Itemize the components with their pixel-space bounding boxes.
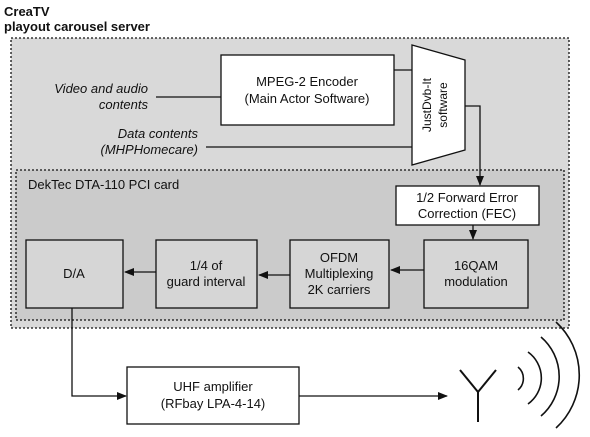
radio-waves-icon: [517, 321, 580, 429]
server-title: CreaTV: [4, 4, 50, 19]
data-input-label-2: (MHPHomecare): [100, 142, 198, 157]
fec-label-2: Correction (FEC): [418, 206, 516, 221]
justdvb-to-fec-arrow: [465, 105, 484, 186]
mpeg2-encoder-block: [220, 54, 395, 126]
amplifier-label-1: UHF amplifier: [173, 379, 253, 394]
guard-label-1: 1/4 of: [190, 258, 223, 273]
server-subtitle: playout carousel server: [4, 19, 150, 34]
ofdm-label-3: 2K carriers: [308, 282, 371, 297]
ofdm-label-1: OFDM: [320, 250, 358, 265]
video-input-label-1: Video and audio: [54, 81, 148, 96]
ofdm-multiplexing-block: [289, 239, 390, 309]
encoder-label-1: MPEG-2 Encoder: [256, 74, 359, 89]
data-input-label-1: Data contents: [118, 126, 199, 141]
video-input-label-2: contents: [99, 97, 149, 112]
uhf-amplifier-block: [126, 366, 300, 425]
fec-block: [395, 185, 540, 226]
amplifier-label-2: (RFbay LPA-4-14): [161, 396, 266, 411]
qam-modulation-block: [423, 239, 529, 309]
da-label: D/A: [63, 266, 85, 281]
da-to-amplifier-arrow: [71, 308, 127, 400]
fec-label-1: 1/2 Forward Error: [416, 190, 519, 205]
encoder-label-2: (Main Actor Software): [245, 91, 370, 106]
guard-label-2: guard interval: [167, 274, 246, 289]
guard-interval-block: [155, 239, 258, 309]
pci-card-title: DekTec DTA-110 PCI card: [28, 177, 179, 192]
justdvb-software-block: [411, 44, 466, 166]
da-converter-block: [25, 239, 124, 309]
antenna-icon: [459, 369, 497, 422]
qam-label-2: modulation: [444, 274, 508, 289]
justdvb-label-2: software: [436, 82, 450, 128]
ofdm-label-2: Multiplexing: [305, 266, 374, 281]
qam-label-1: 16QAM: [454, 258, 498, 273]
justdvb-label-1: JustDvb-It: [420, 77, 434, 132]
